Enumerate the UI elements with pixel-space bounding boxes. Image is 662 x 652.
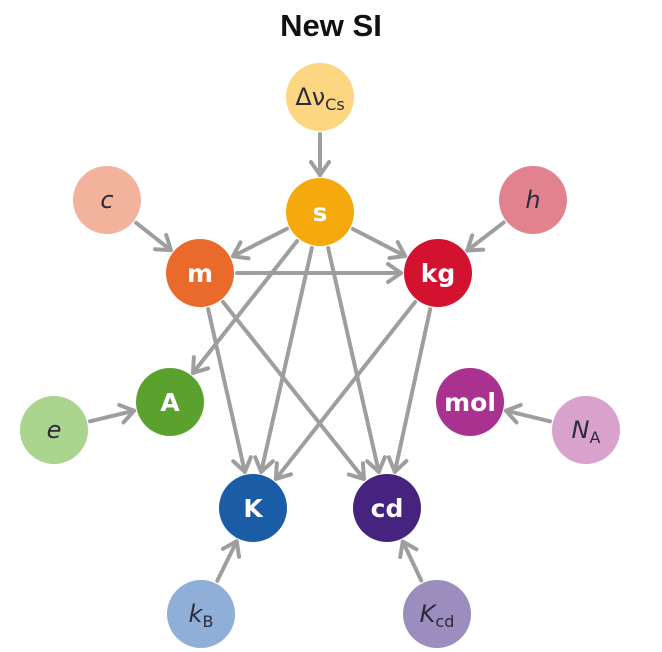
edge-kg-to-K	[273, 300, 418, 481]
arrowhead-icon	[386, 455, 409, 474]
node-Kcd: Kcd	[403, 580, 471, 648]
edge-NA-to-mol	[503, 402, 553, 425]
node-h: h	[499, 166, 567, 234]
arrowhead-icon	[117, 402, 137, 425]
node-e: e	[20, 396, 88, 464]
node-s: s	[286, 178, 354, 246]
node-circle	[436, 368, 504, 436]
node-label: e	[47, 416, 62, 444]
edge-Kcd-to-cd	[398, 539, 424, 583]
edge-s-to-m	[230, 226, 290, 261]
arrowhead-icon	[386, 262, 403, 284]
node-NA: NA	[552, 396, 620, 464]
node-m: m	[166, 239, 234, 307]
edge-s-to-kg	[350, 226, 408, 261]
node-cd: cd	[353, 474, 421, 542]
arrowhead-icon	[253, 455, 275, 474]
node-circle	[73, 166, 141, 234]
arrowhead-icon	[387, 240, 408, 261]
node-kB: kB	[167, 580, 235, 648]
node-label: Kcd	[420, 600, 455, 631]
node-circle	[404, 239, 472, 307]
node-label: kB	[189, 600, 214, 631]
node-kg: kg	[404, 239, 472, 307]
node-circle	[136, 368, 204, 436]
node-label: c	[100, 186, 113, 214]
diagram-title: New SI	[280, 8, 382, 43]
node-K: K	[219, 474, 287, 542]
node-A: A	[136, 368, 204, 436]
node-label: NA	[572, 416, 601, 447]
node-dnu: ΔνCs	[286, 63, 354, 131]
node-label: K	[243, 494, 264, 523]
arrowhead-icon	[503, 402, 523, 425]
node-label: kg	[421, 259, 456, 288]
arrowhead-icon	[465, 233, 486, 253]
edge-m-to-kg	[235, 262, 403, 284]
node-label: mol	[444, 388, 496, 417]
edge-dnu-to-s	[309, 132, 331, 177]
edge-s-to-K	[253, 246, 314, 474]
edge-h-to-kg	[465, 220, 506, 253]
node-circle	[499, 166, 567, 234]
arrowhead-icon	[346, 461, 366, 482]
arrowhead-icon	[398, 539, 419, 560]
arrowhead-icon	[309, 160, 331, 177]
arrowhead-icon	[365, 455, 387, 474]
node-c: c	[73, 166, 141, 234]
node-circle	[552, 396, 620, 464]
arrowhead-icon	[273, 461, 293, 481]
node-label: h	[525, 186, 540, 214]
node-label: A	[160, 388, 180, 417]
arrowhead-icon	[231, 455, 253, 474]
edge-m-to-K	[206, 307, 253, 474]
node-label: m	[187, 259, 213, 288]
edge-e-to-A	[87, 402, 137, 425]
node-circle	[20, 396, 88, 464]
arrowhead-icon	[153, 233, 173, 253]
edge-kB-to-K	[215, 539, 242, 583]
node-circle	[286, 63, 354, 131]
arrowhead-icon	[190, 355, 211, 375]
arrowhead-icon	[220, 539, 242, 559]
arrowhead-icon	[230, 240, 251, 261]
node-circle	[167, 580, 235, 648]
edge-c-to-m	[134, 220, 173, 253]
node-mol: mol	[436, 368, 504, 436]
node-circle	[166, 239, 234, 307]
node-label: cd	[371, 494, 404, 523]
node-circle	[353, 474, 421, 542]
edge-s-to-A	[190, 239, 300, 375]
edge-kg-to-cd	[386, 307, 433, 474]
node-label: ΔνCs	[295, 83, 344, 114]
node-circle	[219, 474, 287, 542]
node-circle	[286, 178, 354, 246]
node-circle	[403, 580, 471, 648]
edge-s-to-cd	[326, 246, 387, 474]
edge-m-to-cd	[221, 299, 366, 482]
node-label: s	[313, 198, 328, 227]
